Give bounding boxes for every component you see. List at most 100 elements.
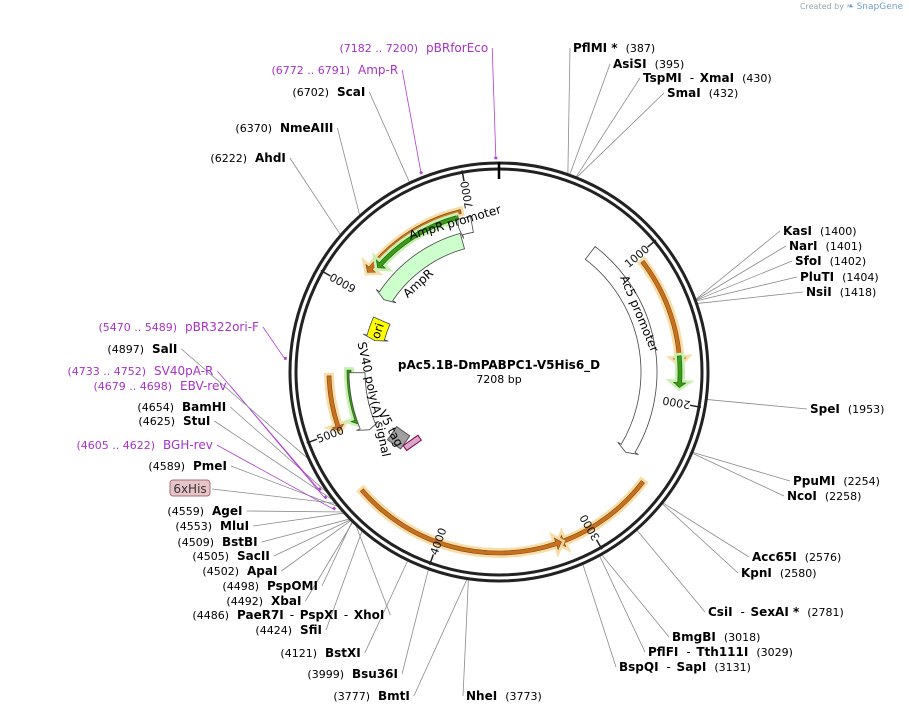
enzyme-site-ncoi[interactable]: NcoI(2258) [787, 489, 861, 503]
site-name-2: XmaI [700, 71, 734, 85]
leader-line [273, 518, 353, 557]
primer-pbrforeco[interactable]: pBRforEco(7182 .. 7200) [339, 41, 488, 55]
feature-ampr[interactable] [375, 232, 466, 304]
primer-mark[interactable] [323, 495, 328, 500]
enzyme-site-sacii[interactable]: SacII(4505) [192, 549, 269, 563]
enzyme-site-sali[interactable]: SalI(4897) [107, 342, 177, 356]
site-name: MluI [220, 519, 249, 533]
site-position: (4424) [255, 624, 292, 637]
leader-line [181, 348, 312, 462]
enzyme-site-bstxi[interactable]: BstXI(4121) [280, 646, 360, 660]
ruler-tick-label: 6000 [327, 270, 358, 295]
enzyme-site-pflmi[interactable]: PflMI *(387) [573, 41, 655, 55]
enzyme-site-bamhi[interactable]: BamHI(4654) [137, 400, 226, 414]
feature-ori[interactable] [363, 316, 391, 342]
leader-line [305, 520, 354, 602]
enzyme-site-bmti[interactable]: BmtI(3777) [333, 689, 409, 703]
enzyme-site-nari[interactable]: NarI(1401) [789, 239, 862, 253]
feature-box-bg [169, 479, 211, 497]
enzyme-site-tspmi[interactable]: TspMI XmaI- (430) [643, 71, 772, 85]
ruler-tick [461, 170, 465, 182]
leader-line [253, 512, 346, 527]
enzyme-site-sfoi[interactable]: SfoI(1402) [795, 254, 866, 268]
enzyme-site-stui[interactable]: StuI(4625) [138, 414, 210, 428]
enzyme-site-scai[interactable]: ScaI(6702) [292, 85, 365, 99]
primer-mark[interactable] [419, 170, 424, 175]
enzyme-site-nmeaiii[interactable]: NmeAIII(6370) [235, 121, 333, 135]
site-position: (3131) [714, 661, 751, 674]
enzyme-site-paer7i[interactable]: PaeR7I-PspXI-XhoI(4486) [192, 608, 384, 622]
site-position: (4897) [107, 343, 144, 356]
cds-arrow[interactable] [672, 355, 687, 388]
enzyme-site-ppumi[interactable]: PpuMI(2254) [793, 474, 880, 488]
primer-ebv-rev[interactable]: EBV-rev(4679 .. 4698) [93, 379, 226, 393]
feature-sv40-poly-a-signal[interactable] [348, 372, 379, 431]
leader-line [694, 260, 793, 302]
cds-arrow[interactable] [375, 215, 458, 269]
site-name-2: PspXI [300, 608, 338, 622]
primer-bgh-rev[interactable]: BGH-rev(4605 .. 4622) [76, 438, 212, 452]
feature-6xhis[interactable] [402, 434, 423, 452]
enzyme-site-ahdi[interactable]: AhdI(6222) [210, 151, 285, 165]
primer-mark[interactable] [332, 506, 337, 511]
site-position: (387) [626, 42, 656, 55]
site-position: (3018) [724, 631, 761, 644]
enzyme-site-spei[interactable]: SpeI(1953) [810, 402, 884, 416]
enzyme-site-bmgbi[interactable]: BmgBI(3018) [672, 630, 760, 644]
enzyme-site-kasi[interactable]: KasI(1400) [783, 224, 857, 238]
leader-line [660, 502, 739, 574]
name-separator: - [690, 71, 694, 85]
enzyme-site-pmei[interactable]: PmeI(4589) [148, 459, 226, 473]
enzyme-site-acc65i[interactable]: Acc65I(2576) [752, 550, 841, 564]
primer-amp-r[interactable]: Amp-R(6772 .. 6791) [271, 63, 398, 77]
name-separator: - [741, 605, 745, 619]
site-position: (1402) [830, 255, 867, 268]
leader-line [705, 398, 808, 410]
site-position: (1400) [820, 225, 857, 238]
primer-pbr322ori-f[interactable]: pBR322ori-F(5470 .. 5489) [98, 320, 259, 334]
enzyme-site-pspomi[interactable]: PspOMI(4498) [222, 579, 318, 593]
feature-v5-tag[interactable] [386, 425, 411, 450]
feature-ampr-promoter[interactable] [457, 215, 474, 239]
leader-line [568, 63, 611, 177]
primer-sv40pa-r[interactable]: SV40pA-R(4733 .. 4752) [67, 364, 213, 378]
site-name: TspMI [643, 71, 682, 85]
enzyme-site-asisi[interactable]: AsiSI(395) [613, 57, 684, 71]
ruler-tick [306, 438, 318, 444]
enzyme-site-nhei[interactable]: NheI(3773) [466, 689, 542, 703]
site-name-2: Tth111I [696, 645, 748, 659]
enzyme-site-mlui[interactable]: MluI(4553) [175, 519, 249, 533]
leader-line [216, 444, 334, 510]
feature-ori-label: ori [369, 321, 387, 340]
ruler-tick-label: 7000 [458, 180, 476, 210]
primer-mark[interactable] [317, 487, 322, 491]
feature-ac5-promoter[interactable] [584, 246, 658, 455]
site-name: StuI [183, 414, 210, 428]
enzyme-site-nsii[interactable]: NsiI(1418) [806, 285, 876, 299]
site-position: (6772 .. 6791) [271, 64, 350, 77]
site-position: (4509) [177, 536, 214, 549]
orf-arrow[interactable] [326, 375, 345, 432]
credit-brand: SnapGene [856, 2, 903, 12]
enzyme-site-agei[interactable]: AgeI(4559) [167, 504, 242, 518]
site-position: (4505) [192, 550, 229, 563]
credit: Created by ❧ SnapGene [800, 2, 903, 12]
enzyme-site-xbai[interactable]: XbaI(4492) [226, 594, 301, 608]
site-position: (6370) [235, 122, 272, 135]
enzyme-site-apai[interactable]: ApaI(4502) [202, 564, 277, 578]
enzyme-site-smai[interactable]: SmaI(432) [667, 86, 738, 100]
feature-box-6xhis[interactable]: 6xHis [169, 479, 211, 497]
enzyme-site-bsu36i[interactable]: Bsu36I(3999) [307, 667, 398, 681]
site-position: (2254) [843, 475, 880, 488]
enzyme-site-pluti[interactable]: PluTI(1404) [800, 270, 879, 284]
site-position: (430) [742, 72, 772, 85]
enzyme-site-kpni[interactable]: KpnI(2580) [741, 566, 816, 580]
site-position: (5470 .. 5489) [98, 321, 177, 334]
enzyme-site-sfii[interactable]: SfiI(4424) [255, 623, 322, 637]
enzyme-site-bstbi[interactable]: BstBI(4509) [177, 535, 257, 549]
site-name-2: SexAI * [751, 605, 800, 619]
orf-arrow[interactable] [359, 488, 562, 556]
